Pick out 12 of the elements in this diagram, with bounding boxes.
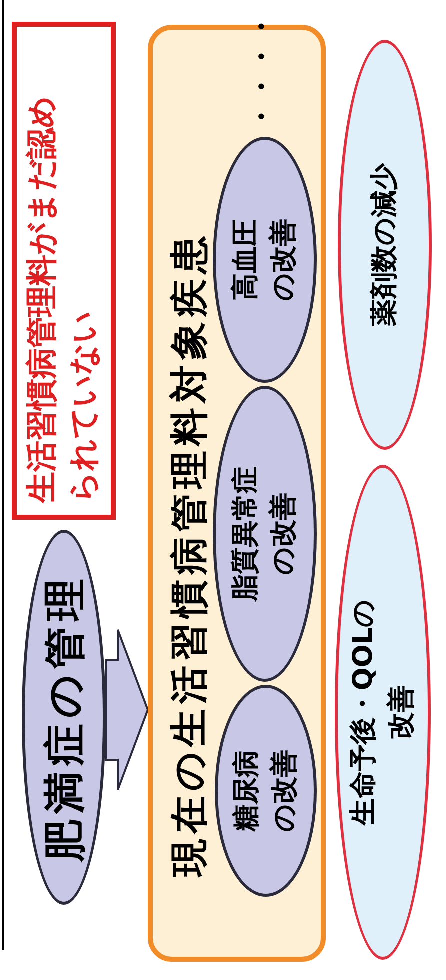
node-label: 生活習慣病管理料がまだ認められていない	[23, 95, 103, 503]
node-label: 高血圧の改善	[229, 218, 300, 303]
block-arrow	[105, 629, 150, 791]
ellipsis-text: ・・・・	[244, 12, 281, 132]
node-label: 肥満症の管理	[38, 573, 90, 862]
node-label: 薬剤数の減少	[368, 164, 401, 326]
note-box	[12, 22, 116, 520]
node-label: 糖尿病の改善	[230, 749, 301, 834]
group-box	[148, 25, 326, 962]
group-title: 現在の生活習慣病管理料対象疾患	[166, 231, 212, 877]
node-label: 生命予後・QOLの改善	[347, 598, 418, 828]
node-label: 脂質異常症の改善	[229, 466, 300, 604]
